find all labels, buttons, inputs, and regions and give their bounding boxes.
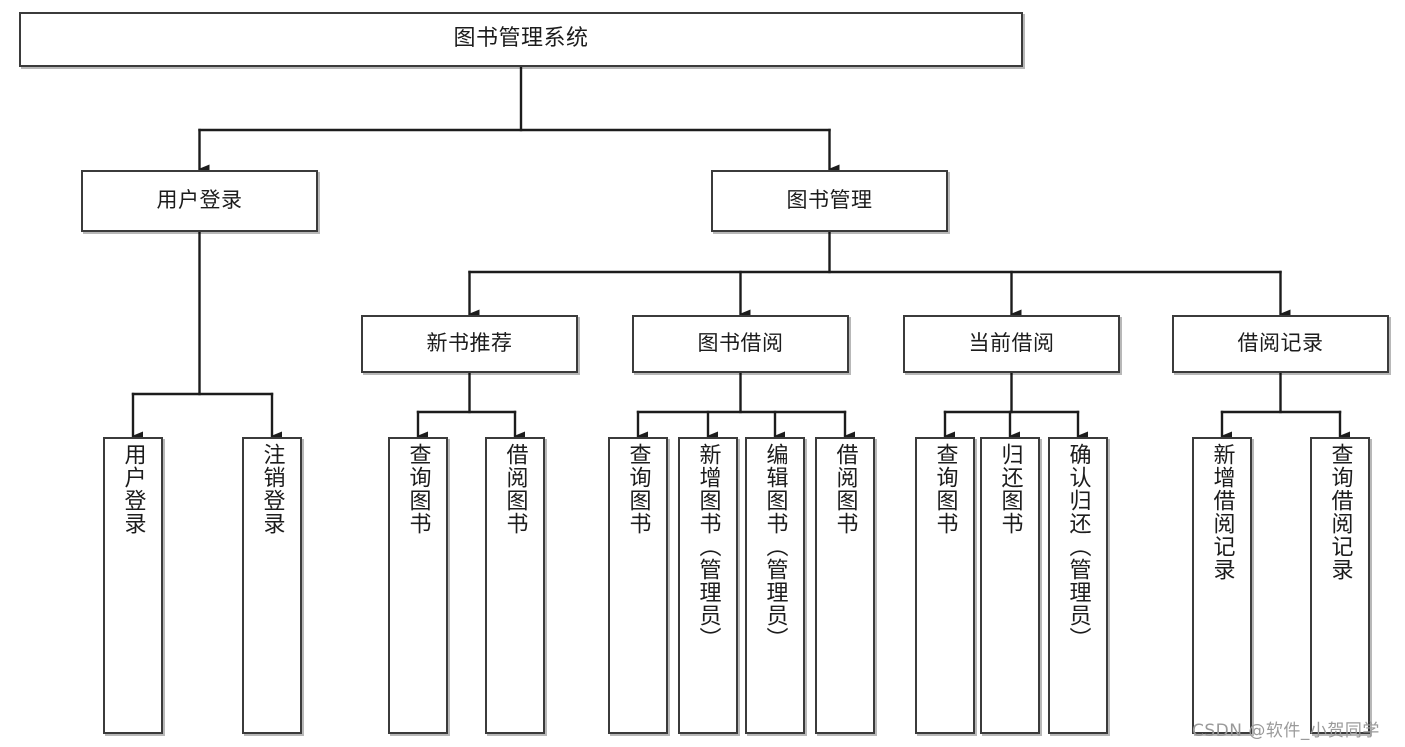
node-leaf-cb-query[interactable]: 查询图书 — [915, 437, 975, 734]
node-label-book-mgmt: 图书管理 — [786, 188, 873, 213]
edges-group — [131, 65, 1350, 441]
node-new-book-rec[interactable]: 新书推荐 — [361, 315, 578, 373]
node-label-leaf-user-logout: 注销登录 — [259, 443, 285, 535]
node-leaf-cb-confirm[interactable]: 确认归还（管理员） — [1048, 437, 1108, 734]
node-label-cur-borrow: 当前借阅 — [968, 331, 1055, 356]
node-label-new-book-rec: 新书推荐 — [426, 331, 513, 356]
node-label-borrow-log: 借阅记录 — [1237, 331, 1324, 356]
node-leaf-rec-query[interactable]: 查询图书 — [388, 437, 448, 734]
node-label-root: 图书管理系统 — [453, 26, 589, 52]
node-label-leaf-rec-query: 查询图书 — [405, 443, 431, 535]
node-leaf-bb-add[interactable]: 新增图书（管理员） — [678, 437, 738, 734]
node-label-user-login: 用户登录 — [156, 188, 243, 213]
node-leaf-user-logout[interactable]: 注销登录 — [242, 437, 302, 734]
csdn-watermark: CSDN @软件_小贺同学 — [1192, 721, 1380, 741]
node-leaf-bl-add[interactable]: 新增借阅记录 — [1192, 437, 1252, 734]
node-label-leaf-cb-return: 归还图书 — [997, 443, 1023, 535]
node-user-login[interactable]: 用户登录 — [81, 170, 318, 232]
node-label-leaf-bl-query: 查询借阅记录 — [1327, 443, 1353, 581]
node-leaf-rec-borrow[interactable]: 借阅图书 — [485, 437, 545, 734]
node-leaf-bb-edit[interactable]: 编辑图书（管理员） — [745, 437, 805, 734]
node-label-leaf-user-login: 用户登录 — [120, 443, 146, 535]
node-label-leaf-bb-borrow: 借阅图书 — [832, 443, 858, 535]
node-label-leaf-cb-confirm: 确认归还（管理员） — [1065, 443, 1091, 650]
node-leaf-bb-borrow[interactable]: 借阅图书 — [815, 437, 875, 734]
node-borrow-log[interactable]: 借阅记录 — [1172, 315, 1389, 373]
node-leaf-user-login[interactable]: 用户登录 — [103, 437, 163, 734]
node-root[interactable]: 图书管理系统 — [19, 12, 1023, 67]
node-label-leaf-rec-borrow: 借阅图书 — [502, 443, 528, 535]
node-label-leaf-bb-add: 新增图书（管理员） — [695, 443, 721, 650]
node-label-book-borrow: 图书借阅 — [697, 331, 784, 356]
node-leaf-bl-query[interactable]: 查询借阅记录 — [1310, 437, 1370, 734]
node-label-leaf-cb-query: 查询图书 — [932, 443, 958, 535]
node-cur-borrow[interactable]: 当前借阅 — [903, 315, 1120, 373]
node-label-leaf-bb-query: 查询图书 — [625, 443, 651, 535]
node-leaf-bb-query[interactable]: 查询图书 — [608, 437, 668, 734]
node-book-mgmt[interactable]: 图书管理 — [711, 170, 948, 232]
node-label-leaf-bl-add: 新增借阅记录 — [1209, 443, 1235, 581]
node-book-borrow[interactable]: 图书借阅 — [632, 315, 849, 373]
node-leaf-cb-return[interactable]: 归还图书 — [980, 437, 1040, 734]
node-label-leaf-bb-edit: 编辑图书（管理员） — [762, 443, 788, 650]
